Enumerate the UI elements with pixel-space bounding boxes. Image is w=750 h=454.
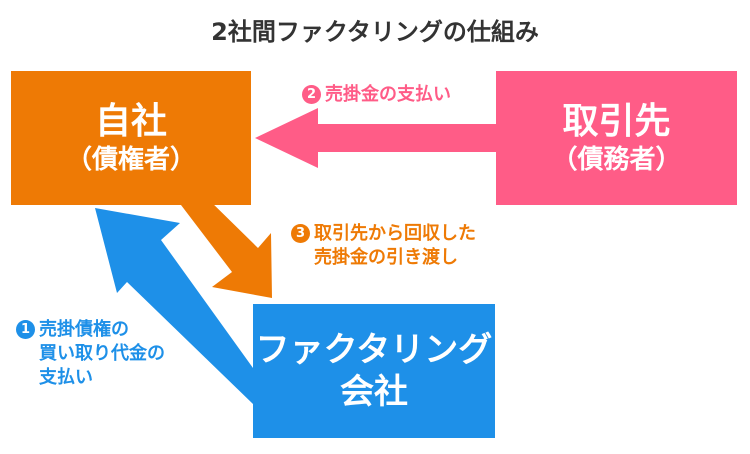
flow-label-step3: 3 取引先から回収した 売掛金の引き渡し — [291, 222, 476, 270]
flow-label-step1: 1 売掛債権の 買い取り代金の 支払い — [16, 318, 165, 390]
arrow-transfer-to-factor — [181, 196, 272, 298]
step1-number-badge: 1 — [16, 320, 35, 339]
arrow-payment-from-factor — [95, 208, 253, 404]
diagram-title: 2社間ファクタリングの仕組み — [211, 18, 539, 46]
flow-label-step2: 2 売掛金の支払い — [302, 83, 451, 107]
node-client: 取引先 （債務者） — [496, 71, 737, 205]
arrow-payment-from-client — [255, 108, 496, 168]
step2-text: 売掛金の支払い — [325, 84, 451, 105]
node-factor-line2: 会社 — [340, 372, 408, 412]
step1-line3: 支払い — [39, 367, 93, 388]
step2-number-badge: 2 — [302, 85, 321, 104]
step3-line2: 売掛金の引き渡し — [314, 247, 458, 268]
node-client-name: 取引先 — [562, 101, 671, 143]
node-self: 自社 （債権者） — [11, 71, 251, 205]
step1-line1: 売掛債権の — [39, 319, 129, 340]
node-self-name: 自社 — [94, 101, 167, 143]
node-factor-line1: ファクタリング — [255, 329, 493, 370]
step3-line1: 取引先から回収した — [314, 223, 476, 244]
step3-number-badge: 3 — [291, 224, 310, 243]
node-factoring-company: ファクタリング 会社 — [253, 304, 495, 438]
node-self-role: （債権者） — [65, 145, 196, 176]
step1-line2: 買い取り代金の — [39, 343, 165, 364]
node-client-role: （債務者） — [551, 145, 682, 176]
